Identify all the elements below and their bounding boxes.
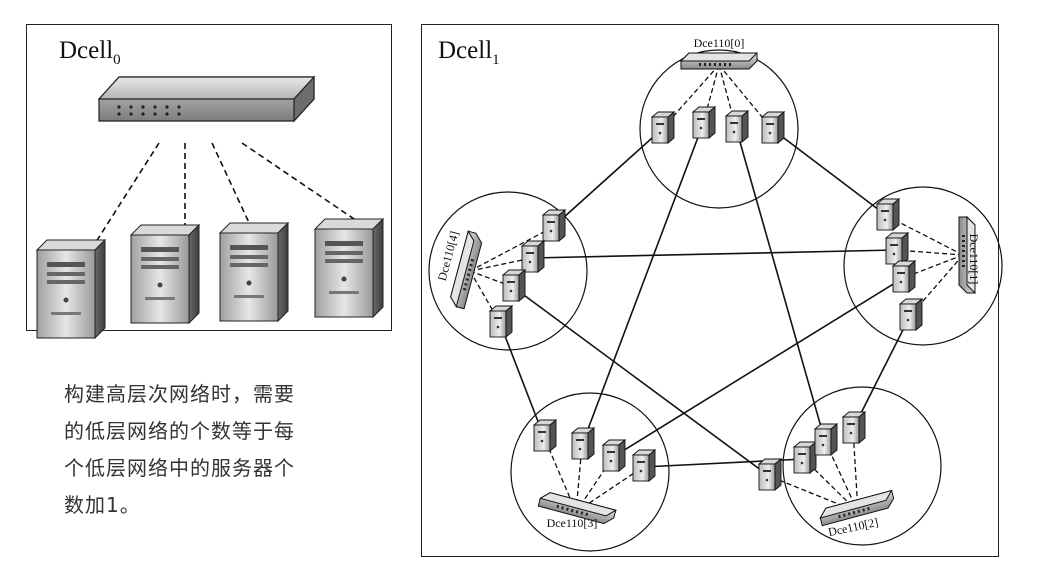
sub-cell-1: Dce110[1] (843, 186, 1003, 346)
caption-line: 数加1。 (64, 493, 141, 517)
server-icon (898, 298, 924, 331)
server-icon (891, 260, 917, 293)
sub-cell-3: Dce110[3] (510, 392, 670, 552)
intra-cell-link (718, 64, 773, 130)
server-icon (884, 232, 910, 265)
intra-cell-link (575, 466, 644, 513)
inter-cell-link (512, 286, 770, 477)
switch-icon (679, 52, 759, 70)
link-switch-server-2 (211, 142, 252, 228)
sub-cell-label: Dce110[3] (547, 516, 598, 530)
server-icon (218, 221, 290, 323)
server-icon (760, 111, 786, 144)
server-icon (35, 238, 107, 340)
inter-cell-link (771, 128, 888, 217)
sub-cell-boundary (639, 49, 799, 209)
server-icon (541, 209, 567, 242)
intra-cell-link (718, 64, 737, 129)
intra-cell-link (902, 254, 964, 279)
dcell1-title: Dcell1 (438, 37, 500, 68)
switch-icon (819, 489, 895, 527)
dcell0-links (93, 142, 358, 246)
dcell0-panel: Dcell0 (26, 24, 392, 340)
intra-cell-link (895, 249, 964, 256)
intra-cell-link (661, 64, 720, 130)
caption-line: 的低层网络的个数等于每 (64, 419, 295, 443)
sub-cell-4: Dce110[4] (428, 191, 588, 351)
server-icon (650, 111, 676, 144)
sub-cell-boundary (782, 386, 942, 546)
link-switch-server-0 (93, 142, 160, 246)
server-icon (601, 439, 627, 472)
server-icon (313, 217, 385, 319)
server-icon (757, 458, 783, 491)
dcell1-diagram: Dce110[0] Dce110[1] Dce110[2] Dce110[3] Dce1… (428, 36, 1003, 552)
link-switch-server-3 (241, 142, 358, 222)
server-icon (813, 423, 839, 456)
intra-cell-link (886, 215, 964, 256)
server-icon (129, 223, 201, 325)
caption-line: 个低层网络中的服务器个 (64, 456, 295, 480)
intra-cell-link (852, 428, 859, 513)
switch-icon (537, 492, 618, 525)
inter-cell-link (852, 315, 911, 430)
server-icon (631, 449, 657, 482)
switch-icon (97, 75, 316, 123)
server-icon (875, 198, 901, 231)
caption-line: 构建高层次网络时，需要 (64, 382, 295, 406)
sub-cell-0: Dce110[0] (639, 36, 799, 209)
caption: 构建高层次网络时，需要 的低层网络的个数等于每 个低层网络中的服务器个 数加1。 (64, 376, 384, 524)
dcell1-panel: Dcell1 Dce110[0]Dce110[1]Dce110[2]Dce110… (421, 24, 1003, 557)
switch-icon (450, 229, 483, 310)
inter-cell-link (531, 249, 897, 259)
inter-cell-link (581, 123, 704, 446)
sub-cell-boundary (843, 186, 1003, 346)
sub-cell-label: Dce110[0] (694, 36, 745, 50)
inter-cell-link (612, 277, 904, 458)
sub-cell-boundary (510, 392, 670, 552)
server-icon (570, 427, 596, 460)
sub-cell-2: Dce110[2] (757, 386, 942, 546)
server-icon (532, 419, 558, 452)
inter-cell-link (499, 322, 545, 438)
server-icon (841, 411, 867, 444)
inter-cell-link (735, 127, 826, 442)
sub-cell-label: Dce110[1] (967, 234, 981, 285)
server-icon (724, 110, 750, 143)
server-icon (501, 269, 527, 302)
server-icon (792, 441, 818, 474)
inter-cell-link (552, 128, 663, 228)
server-icon (520, 240, 546, 273)
dcell0-diagram (35, 75, 385, 340)
server-icon (488, 305, 514, 338)
dcell0-title: Dcell0 (59, 37, 121, 68)
switch-icon (958, 215, 976, 295)
sub-cell-boundary (428, 191, 588, 351)
server-icon (691, 106, 717, 139)
